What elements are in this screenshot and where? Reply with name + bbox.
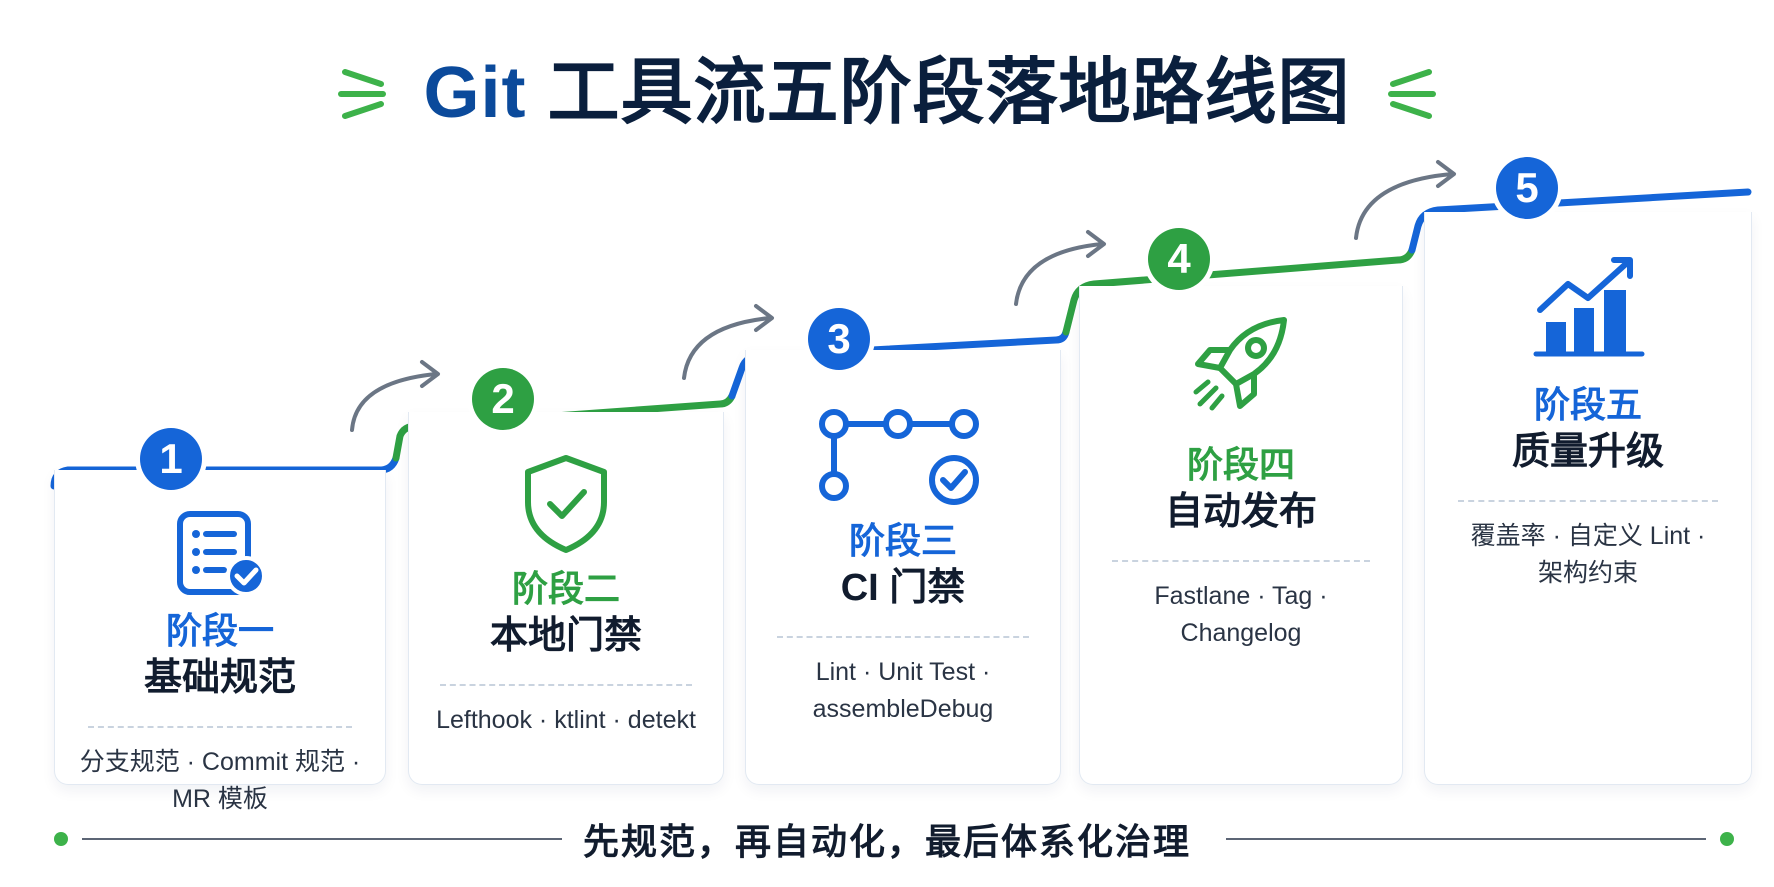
footer-dot-left <box>54 832 68 846</box>
stage-badge-3: 3 <box>808 308 870 370</box>
stage-label: 阶段三 <box>848 520 957 561</box>
stage-label: 阶段四 <box>1186 444 1295 485</box>
stage-badge-1: 1 <box>140 428 202 490</box>
footer-line-right <box>1226 838 1706 840</box>
footer-dot-right <box>1720 832 1734 846</box>
page-title: Git 工具流五阶段落地路线图 <box>423 57 1350 129</box>
divider <box>440 684 692 687</box>
arrow-2-to-3 <box>682 316 772 380</box>
rocket-icon <box>1193 317 1287 411</box>
stage-badge-5: 5 <box>1496 157 1558 219</box>
pipeline-icon <box>819 409 979 505</box>
title-prefix: Git <box>423 53 527 133</box>
tools-line: Lint · Unit Test · <box>815 658 991 687</box>
stage-name: 本地门禁 <box>489 615 642 657</box>
stage-name: CI 门禁 <box>840 567 966 609</box>
stage-name: 基础规范 <box>143 657 296 699</box>
sparkle-right-icon <box>1387 69 1436 119</box>
stage-badge-4: 4 <box>1148 228 1210 290</box>
stage-card-1: 阶段一 基础规范 分支规范 · Commit 规范 · MR 模板 <box>54 470 386 813</box>
divider <box>1112 560 1370 563</box>
stage-tools: 分支规范 · Commit 规范 · MR 模板 <box>80 744 361 817</box>
stage-tools: Lefthook · ktlint · detekt <box>436 702 696 738</box>
stage-name: 自动发布 <box>1164 491 1317 533</box>
tools-line: 覆盖率 · 自定义 Lint · <box>1470 522 1706 551</box>
footer-line-left <box>82 838 562 840</box>
title-main: 工具流五阶段落地路线图 <box>547 53 1351 133</box>
divider <box>1457 500 1719 503</box>
stage-label: 阶段一 <box>165 610 274 651</box>
arrow-3-to-4 <box>1014 242 1104 306</box>
arrow-4-to-5 <box>1354 172 1454 240</box>
divider <box>88 726 352 729</box>
stage-card-4: 阶段四 自动发布 Fastlane · Tag · Changelog <box>1079 286 1403 785</box>
stage-card-5: 阶段五 质量升级 覆盖率 · 自定义 Lint · 架构约束 <box>1424 212 1752 785</box>
footer-slogan: 先规范，再自动化，最后体系化治理 <box>582 821 1191 862</box>
title-bar: Git 工具流五阶段落地路线图 <box>0 38 1774 148</box>
stage-badge-2: 2 <box>472 368 534 430</box>
stage-tools: Lint · Unit Test · assembleDebug <box>813 654 994 727</box>
stage-card-2: 阶段二 本地门禁 Lefthook · ktlint · detekt <box>408 412 724 785</box>
tools-line: MR 模板 <box>172 784 268 813</box>
stage-card-3: 阶段三 CI 门禁 Lint · Unit Test · assembleDeb… <box>745 350 1061 785</box>
growth-chart-icon <box>1533 257 1645 357</box>
stage-tools: Fastlane · Tag · Changelog <box>1154 578 1327 651</box>
step-line-4 <box>1062 246 1416 336</box>
tools-line: assembleDebug <box>812 694 994 723</box>
stage-tools: 覆盖率 · 自定义 Lint · 架构约束 <box>1471 518 1706 591</box>
tools-line: Changelog <box>1180 618 1302 647</box>
shield-check-icon <box>525 455 607 553</box>
stage-name: 质量升级 <box>1511 431 1664 473</box>
tools-line: 分支规范 · Commit 规范 · <box>79 748 361 777</box>
arrow-1-to-2 <box>350 372 438 432</box>
sparkle-left-icon <box>338 69 387 119</box>
checklist-icon <box>177 511 266 596</box>
tools-line: Lefthook · ktlint · detekt <box>436 706 696 735</box>
tools-line: 架构约束 <box>1537 558 1638 587</box>
stage-label: 阶段五 <box>1533 384 1642 425</box>
tools-line: Fastlane · Tag · <box>1154 582 1328 611</box>
stage-label: 阶段二 <box>511 568 620 609</box>
divider <box>777 636 1029 639</box>
